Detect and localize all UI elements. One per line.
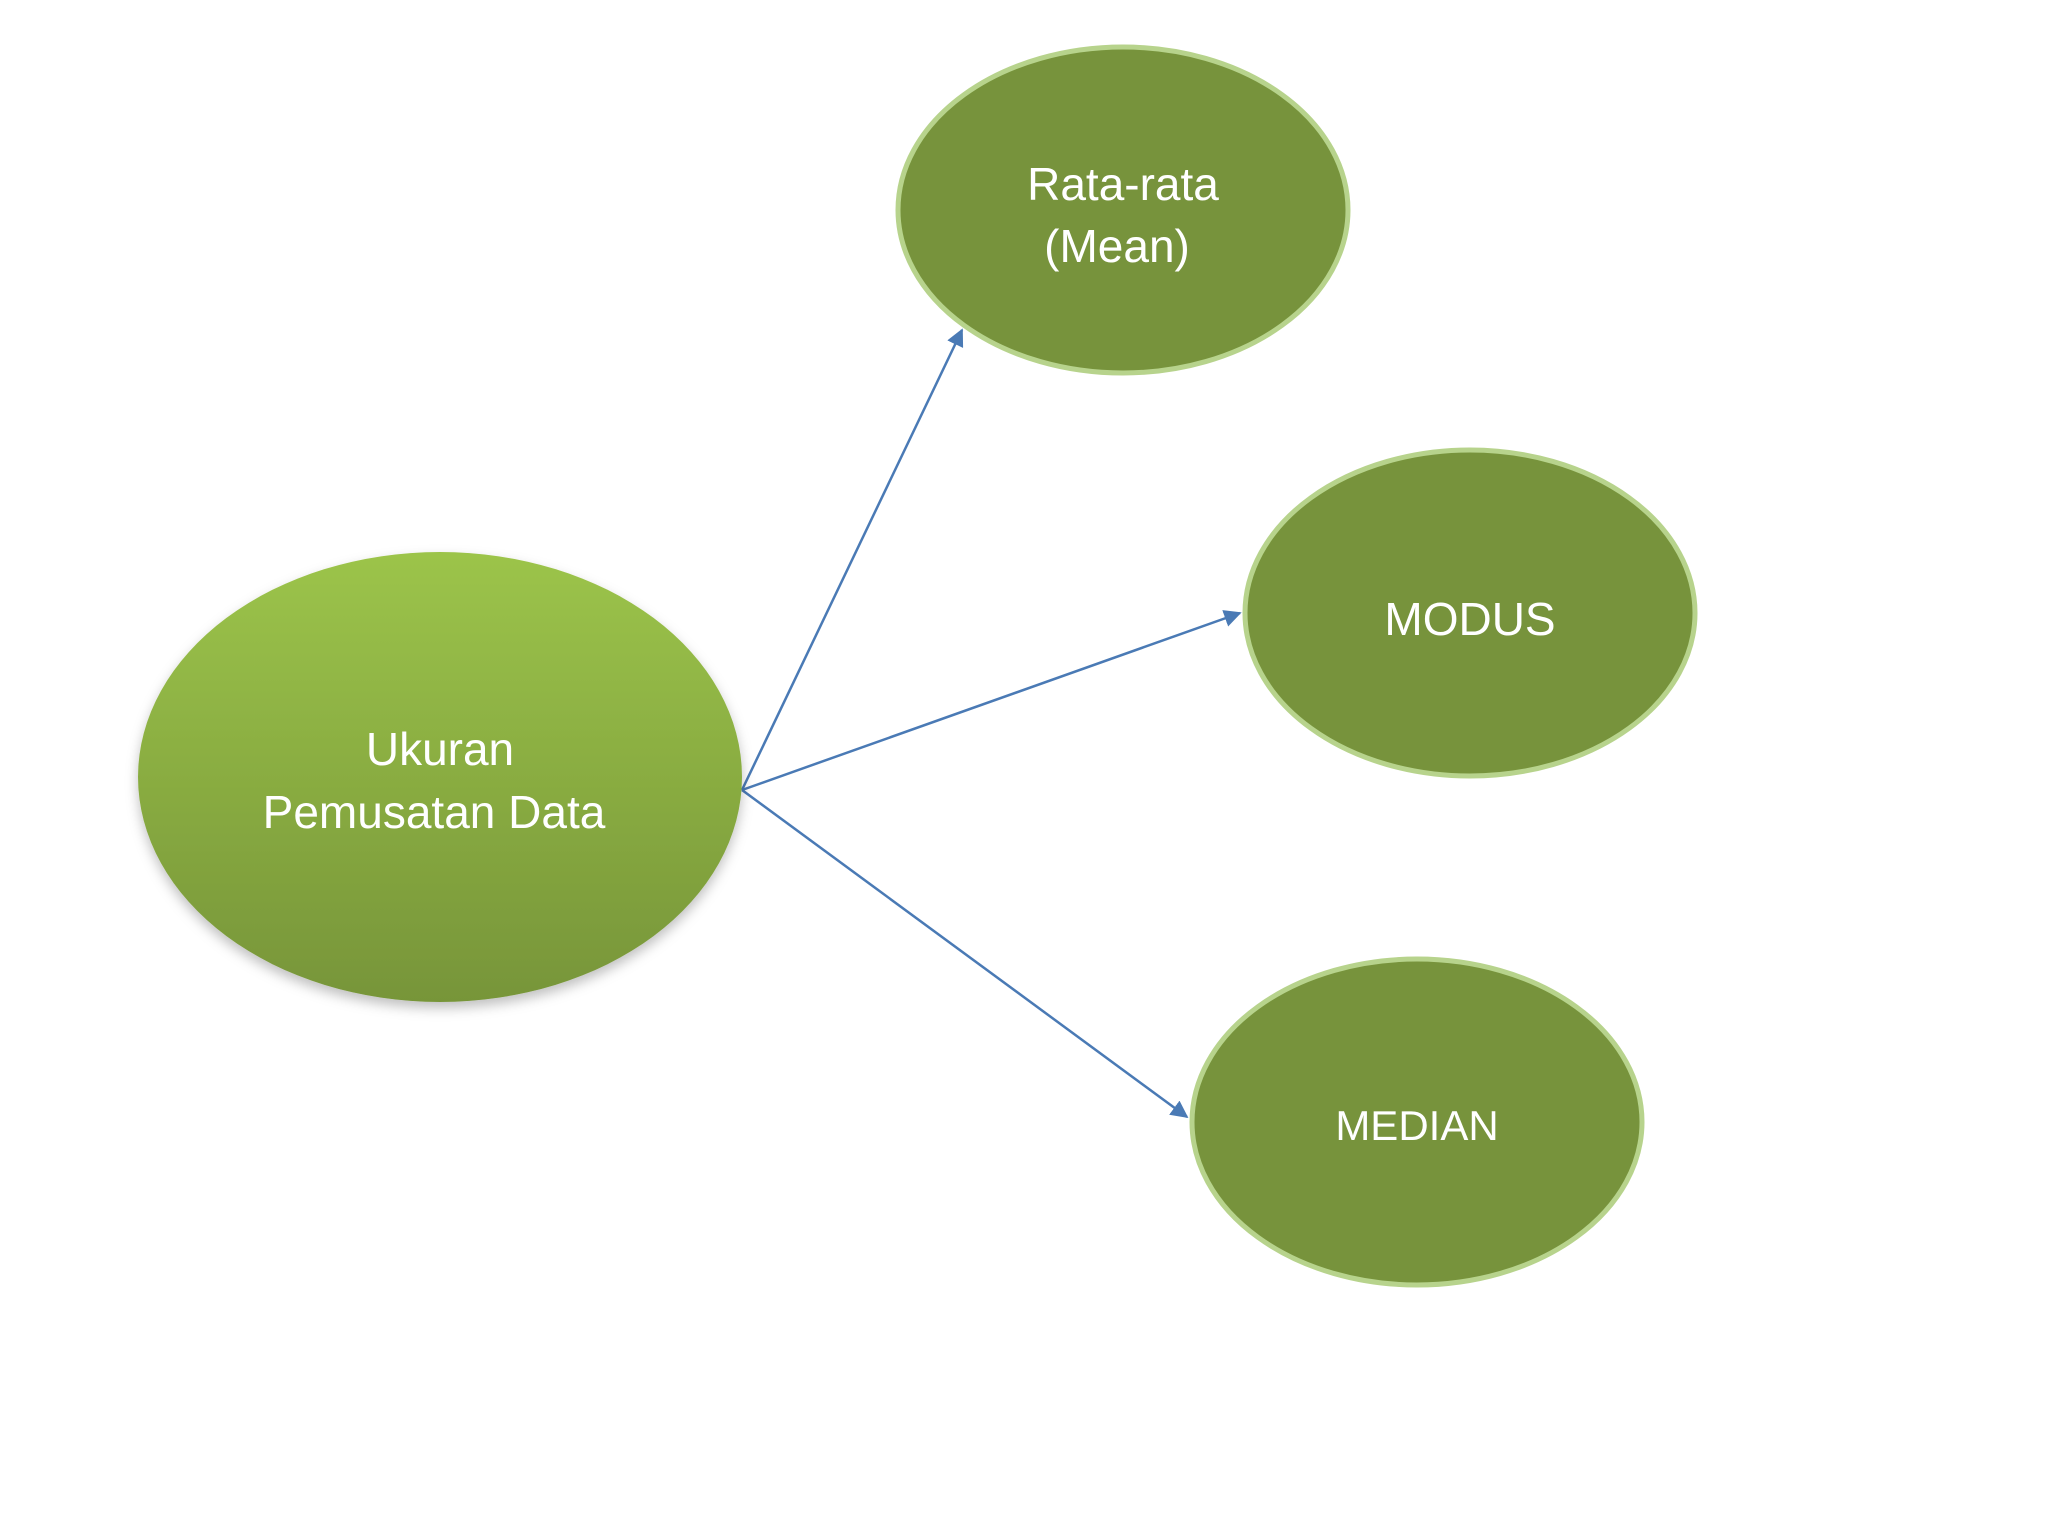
root-label-line2: Pemusatan Data: [263, 786, 606, 838]
mean-label-line1: Rata-rata: [1027, 158, 1219, 210]
modus-node: MODUS: [1242, 447, 1698, 779]
root-node: Ukuran Pemusatan Data: [138, 552, 742, 1002]
modus-label: MODUS: [1384, 593, 1555, 645]
root-label-line1: Ukuran: [366, 723, 514, 775]
median-node: MEDIAN: [1189, 956, 1645, 1288]
mean-node: Rata-rata (Mean): [895, 44, 1351, 376]
median-label: MEDIAN: [1335, 1102, 1498, 1149]
mean-label-line2: (Mean): [1044, 220, 1190, 272]
arrow-to-median: [741, 788, 1189, 1119]
arrow-to-modus: [741, 610, 1242, 792]
arrow-to-mean: [740, 328, 964, 791]
